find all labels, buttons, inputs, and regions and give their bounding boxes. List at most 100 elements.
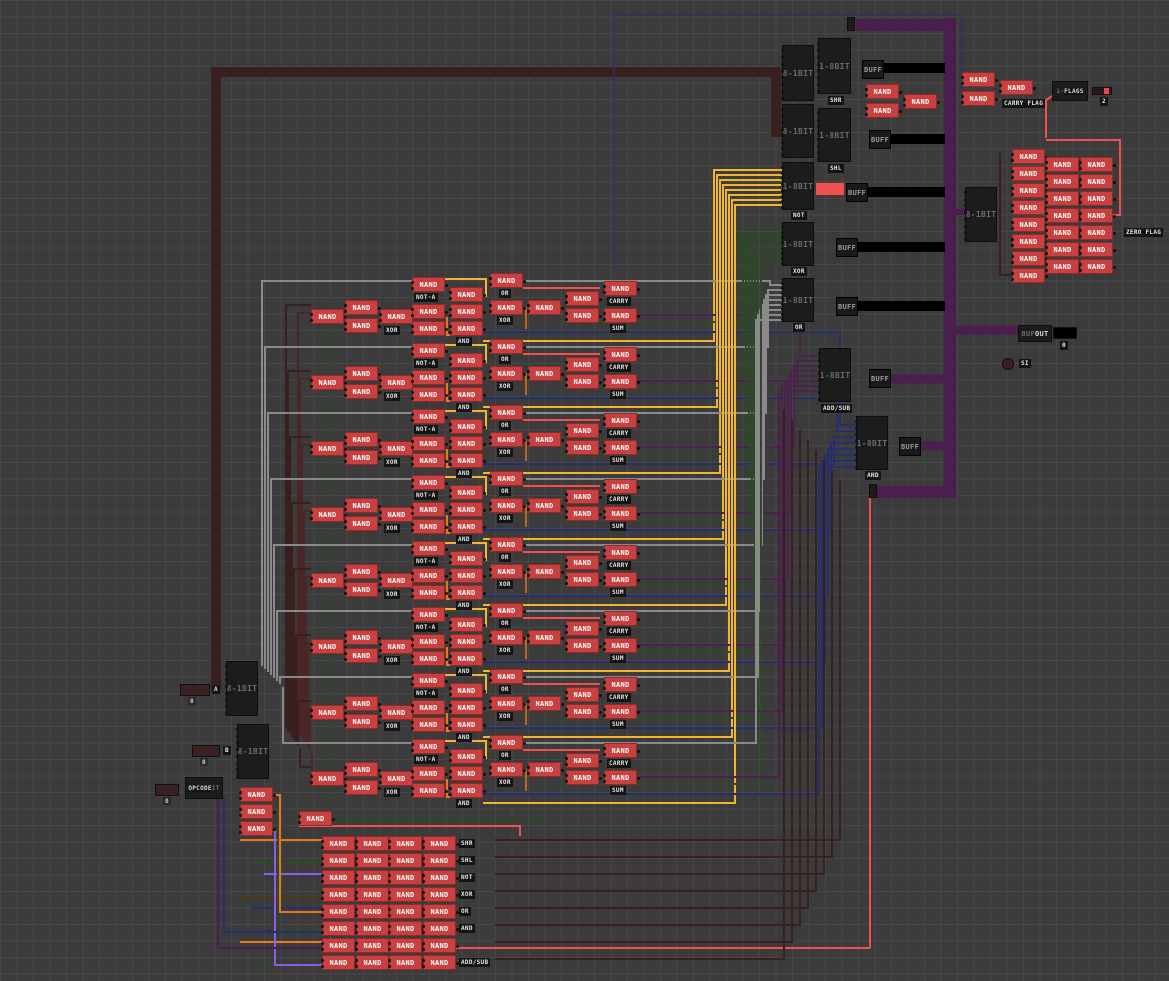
- nand-gate[interactable]: NAND: [411, 783, 448, 798]
- nand-gate[interactable]: NAND: [527, 630, 564, 645]
- chip-pin[interactable]: [781, 246, 784, 250]
- gate-pin[interactable]: [599, 760, 602, 763]
- gate-pin[interactable]: [483, 426, 486, 429]
- nand-gate[interactable]: NAND: [344, 498, 381, 513]
- gate-pin[interactable]: [449, 578, 452, 581]
- gate-pin[interactable]: [603, 444, 606, 447]
- nand-gate[interactable]: NAND: [1079, 259, 1116, 274]
- nand-gate[interactable]: NAND: [411, 717, 448, 732]
- gate-pin[interactable]: [321, 925, 324, 928]
- gate-pin[interactable]: [489, 436, 492, 439]
- nand-gate[interactable]: NAND: [489, 339, 526, 354]
- nand-gate[interactable]: NAND: [489, 471, 526, 486]
- nand-gate[interactable]: NAND: [565, 687, 602, 702]
- gate-pin[interactable]: [523, 280, 526, 283]
- gate-pin[interactable]: [344, 508, 347, 511]
- gate-pin[interactable]: [321, 948, 324, 951]
- nand-gate[interactable]: NAND: [903, 94, 940, 109]
- nand-gate[interactable]: NAND: [1079, 191, 1116, 206]
- gate-pin[interactable]: [310, 709, 313, 712]
- gate-pin[interactable]: [599, 447, 602, 450]
- gate-pin[interactable]: [1045, 178, 1048, 181]
- gate-pin[interactable]: [603, 714, 606, 717]
- gate-pin[interactable]: [445, 773, 448, 776]
- nand-gate[interactable]: NAND: [422, 836, 459, 851]
- chip-pin[interactable]: [781, 262, 784, 265]
- nand-gate[interactable]: NAND: [411, 387, 448, 402]
- gate-pin[interactable]: [527, 700, 530, 703]
- gate-pin[interactable]: [1011, 261, 1014, 264]
- gate-pin[interactable]: [599, 430, 602, 433]
- opcode-bit-wire[interactable]: [274, 829, 322, 966]
- gate-pin[interactable]: [310, 313, 313, 316]
- gate-pin[interactable]: [273, 828, 276, 831]
- gate-pin[interactable]: [637, 420, 640, 423]
- chip-pin[interactable]: [781, 140, 784, 144]
- gate-pin[interactable]: [445, 443, 448, 446]
- gate-pin[interactable]: [603, 549, 606, 552]
- chip-pin[interactable]: [817, 76, 820, 80]
- gate-pin[interactable]: [603, 450, 606, 453]
- gate-pin[interactable]: [388, 863, 391, 866]
- nand-gate[interactable]: NAND: [411, 343, 448, 358]
- nand-gate[interactable]: NAND: [489, 603, 526, 618]
- nand-gate[interactable]: NAND: [411, 409, 448, 424]
- sum-output-wire[interactable]: [637, 390, 819, 778]
- gate-pin[interactable]: [899, 91, 902, 94]
- chip-pin[interactable]: [817, 118, 820, 122]
- nand-gate[interactable]: NAND: [603, 743, 640, 758]
- gate-pin[interactable]: [445, 284, 448, 287]
- gate-pin[interactable]: [489, 277, 492, 280]
- gate-pin[interactable]: [603, 648, 606, 651]
- gate-pin[interactable]: [637, 288, 640, 291]
- gate-pin[interactable]: [379, 775, 382, 778]
- gate-pin[interactable]: [456, 945, 459, 948]
- gate-pin[interactable]: [449, 363, 452, 366]
- gate-pin[interactable]: [449, 457, 452, 460]
- nand-gate[interactable]: NAND: [411, 766, 448, 781]
- gate-pin[interactable]: [321, 959, 324, 962]
- gate-pin[interactable]: [422, 965, 425, 968]
- gate-pin[interactable]: [344, 436, 347, 439]
- gate-pin[interactable]: [899, 110, 902, 113]
- not-output-wire[interactable]: [483, 189, 782, 606]
- chip-pin[interactable]: [236, 775, 239, 778]
- nand-gate[interactable]: NAND: [344, 318, 381, 333]
- nand-gate[interactable]: NAND: [344, 780, 381, 795]
- gate-pin[interactable]: [344, 772, 347, 775]
- nand-gate[interactable]: NAND: [603, 704, 640, 719]
- a-bit-wire[interactable]: [270, 478, 412, 675]
- nand-gate[interactable]: NAND: [449, 287, 486, 302]
- gate-pin[interactable]: [310, 511, 313, 514]
- gate-pin[interactable]: [445, 614, 448, 617]
- gate-pin[interactable]: [1045, 195, 1048, 198]
- gate-pin[interactable]: [321, 908, 324, 911]
- gate-pin[interactable]: [1045, 252, 1048, 255]
- gate-pin[interactable]: [1011, 187, 1014, 190]
- chip-pin[interactable]: [818, 378, 821, 382]
- gate-pin[interactable]: [379, 649, 382, 652]
- nand-gate[interactable]: NAND: [527, 696, 564, 711]
- not-output-wire[interactable]: [483, 204, 782, 804]
- gate-pin[interactable]: [1079, 184, 1082, 187]
- gate-pin[interactable]: [1045, 201, 1048, 204]
- gate-pin[interactable]: [603, 417, 606, 420]
- gate-pin[interactable]: [411, 287, 414, 290]
- gate-pin[interactable]: [599, 711, 602, 714]
- gate-pin[interactable]: [523, 307, 526, 310]
- nand-gate[interactable]: NAND: [565, 357, 602, 372]
- gate-pin[interactable]: [445, 350, 448, 353]
- chip-pin[interactable]: [964, 224, 967, 228]
- gate-pin[interactable]: [355, 965, 358, 968]
- xor-output-wire[interactable]: [561, 228, 782, 323]
- gate-pin[interactable]: [527, 370, 530, 373]
- nand-gate[interactable]: NAND: [449, 353, 486, 368]
- gate-pin[interactable]: [411, 589, 414, 592]
- gate-pin[interactable]: [449, 638, 452, 641]
- gate-pin[interactable]: [411, 721, 414, 724]
- gate-pin[interactable]: [565, 576, 568, 579]
- gate-pin[interactable]: [603, 285, 606, 288]
- gate-pin[interactable]: [603, 708, 606, 711]
- gate-pin[interactable]: [561, 571, 564, 574]
